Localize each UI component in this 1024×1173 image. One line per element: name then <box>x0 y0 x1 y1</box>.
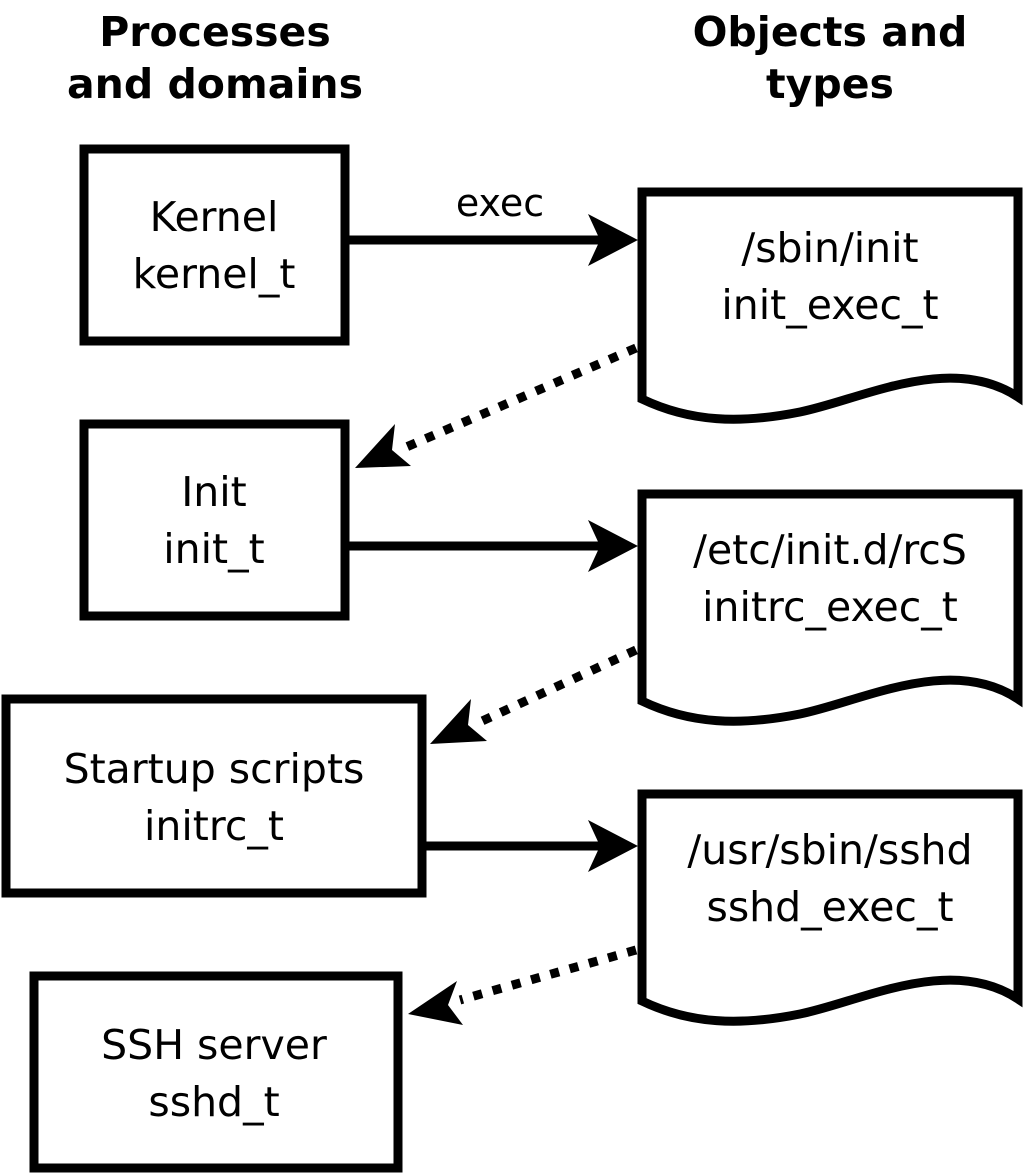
edge-label-exec: exec <box>456 181 544 225</box>
object-node-init_exec-document[interactable] <box>637 187 1023 424</box>
object-node-init_exec[interactable]: /sbin/init init_exec_t <box>637 187 1023 424</box>
object-node-sshd_exec[interactable]: /usr/sbin/sshd sshd_exec_t <box>637 789 1023 1026</box>
column-header-processes-line1: Processes <box>99 8 331 56</box>
object-node-init_exec-path: /sbin/init <box>741 224 918 272</box>
process-node-kernel-name: Kernel <box>150 193 279 241</box>
edge-kernel-exec-init_exec: exec <box>349 181 638 266</box>
edge-initrc_exec-transition-initrc-arrowhead <box>430 699 487 744</box>
edge-initrc_exec-transition-initrc <box>430 645 638 744</box>
column-header-processes: Processes and domains <box>67 8 363 108</box>
edge-init_exec-transition-init-line <box>402 343 638 453</box>
column-header-processes-line2: and domains <box>67 60 363 108</box>
process-node-sshd-name: SSH server <box>101 1021 327 1069</box>
process-node-init-box[interactable] <box>79 419 350 621</box>
process-node-initrc-box[interactable] <box>1 694 427 898</box>
edge-sshd_exec-transition-sshd-line <box>458 945 638 1005</box>
process-node-kernel[interactable]: Kernel kernel_t <box>79 144 350 346</box>
column-header-objects-line1: Objects and <box>693 8 968 56</box>
object-node-initrc_exec-document[interactable] <box>637 489 1023 726</box>
edge-initrc-exec-sshd_exec <box>426 820 638 872</box>
edge-initrc_exec-transition-initrc-line <box>478 645 638 727</box>
object-node-init_exec-type: init_exec_t <box>721 281 938 329</box>
process-node-sshd-type: sshd_t <box>148 1078 279 1126</box>
process-node-initrc-name: Startup scripts <box>64 745 365 793</box>
edge-init-exec-initrc_exec-arrowhead <box>588 520 638 572</box>
process-node-init-type: init_t <box>163 525 264 573</box>
column-header-objects-line2: types <box>766 60 894 108</box>
process-node-initrc[interactable]: Startup scripts initrc_t <box>1 694 427 898</box>
process-node-kernel-box[interactable] <box>79 144 350 346</box>
object-node-sshd_exec-type: sshd_exec_t <box>706 883 953 931</box>
process-node-init-name: Init <box>181 468 247 516</box>
column-header-objects: Objects and types <box>693 8 968 108</box>
edge-initrc-exec-sshd_exec-arrowhead <box>588 820 638 872</box>
edge-init-exec-initrc_exec <box>349 520 638 572</box>
edge-init_exec-transition-init <box>355 343 638 468</box>
process-node-kernel-type: kernel_t <box>133 250 296 298</box>
edge-kernel-exec-init_exec-arrowhead <box>588 214 638 266</box>
process-node-sshd-box[interactable] <box>29 971 403 1173</box>
edge-init_exec-transition-init-arrowhead <box>355 424 411 468</box>
process-node-init[interactable]: Init init_t <box>79 419 350 621</box>
edge-sshd_exec-transition-sshd <box>408 945 638 1025</box>
object-node-sshd_exec-document[interactable] <box>637 789 1023 1026</box>
process-node-sshd[interactable]: SSH server sshd_t <box>29 971 403 1173</box>
object-node-initrc_exec-path: /etc/init.d/rcS <box>693 526 967 574</box>
object-node-initrc_exec[interactable]: /etc/init.d/rcS initrc_exec_t <box>637 489 1023 726</box>
object-node-sshd_exec-path: /usr/sbin/sshd <box>687 826 972 874</box>
edge-sshd_exec-transition-sshd-arrowhead <box>408 981 463 1025</box>
object-node-initrc_exec-type: initrc_exec_t <box>702 583 958 631</box>
process-node-initrc-type: initrc_t <box>144 802 284 850</box>
